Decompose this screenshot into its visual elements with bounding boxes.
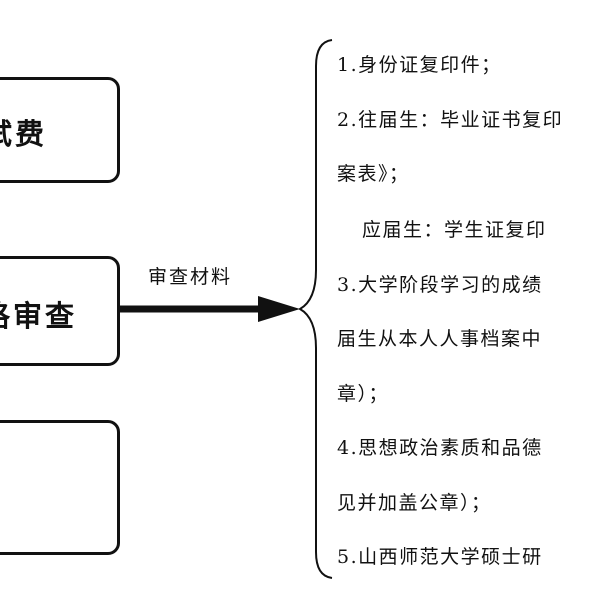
materials-line: 1.身份证复印件； [337,54,502,76]
step-label-review: 格审查 [0,299,78,333]
step-box-review: 格审查 [0,256,120,366]
materials-line: 3.大学阶段学习的成绩 [337,274,543,296]
materials-line: 章）； [337,383,390,405]
materials-line: 2.往届生：毕业证书复印 [337,109,564,131]
materials-line: 见并加盖公章）； [337,492,492,514]
step-box-fee: 试费 [0,77,120,183]
arrow-label: 审查材料 [148,266,233,288]
materials-line: 届生从本人人事档案中 [337,328,543,350]
materials-line: 4.思想政治素质和品德 [337,437,543,459]
materials-line: 应届生：学生证复印 [362,219,547,241]
curly-brace [297,39,333,579]
materials-line: 5.山西师范大学硕士研 [337,546,543,568]
arrow-head [258,296,300,322]
step-box-third [0,420,120,555]
materials-line: 案表》； [337,163,410,185]
step-label-fee: 试费 [0,117,48,151]
